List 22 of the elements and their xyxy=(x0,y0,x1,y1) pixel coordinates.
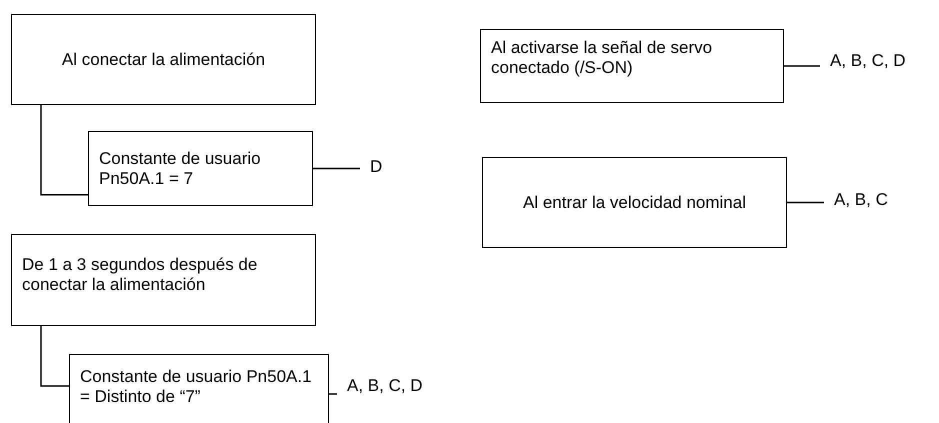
result-label: A, B, C xyxy=(834,190,888,210)
connector-line xyxy=(784,65,820,67)
condition-box xyxy=(88,131,313,206)
box-text: Constante de usuario Pn50A.1 = Distinto de “7” xyxy=(80,367,313,407)
box-text: Al entrar la velocidad nominal xyxy=(522,192,746,212)
condition-box xyxy=(480,29,784,103)
condition-box xyxy=(482,157,787,248)
connector-line xyxy=(40,105,88,196)
connector-line xyxy=(329,393,337,395)
box-text: Constante de usuario Pn50A.1 = 7 xyxy=(99,148,262,188)
condition-box xyxy=(11,14,316,105)
connector-line xyxy=(40,326,69,387)
connector-line xyxy=(787,202,824,204)
result-label: A, B, C, D xyxy=(347,376,423,396)
box-text: Al activarse la señal de servo conectado (/S-ON) xyxy=(491,38,714,78)
condition-box xyxy=(69,354,329,423)
box-text: Al conectar la alimentación xyxy=(62,50,266,70)
connector-line xyxy=(313,168,360,170)
result-label: D xyxy=(370,157,382,177)
result-label: A, B, C, D xyxy=(830,51,906,71)
box-text: De 1 a 3 segundos después de conectar la alimentación xyxy=(22,255,258,295)
condition-box xyxy=(11,234,316,326)
